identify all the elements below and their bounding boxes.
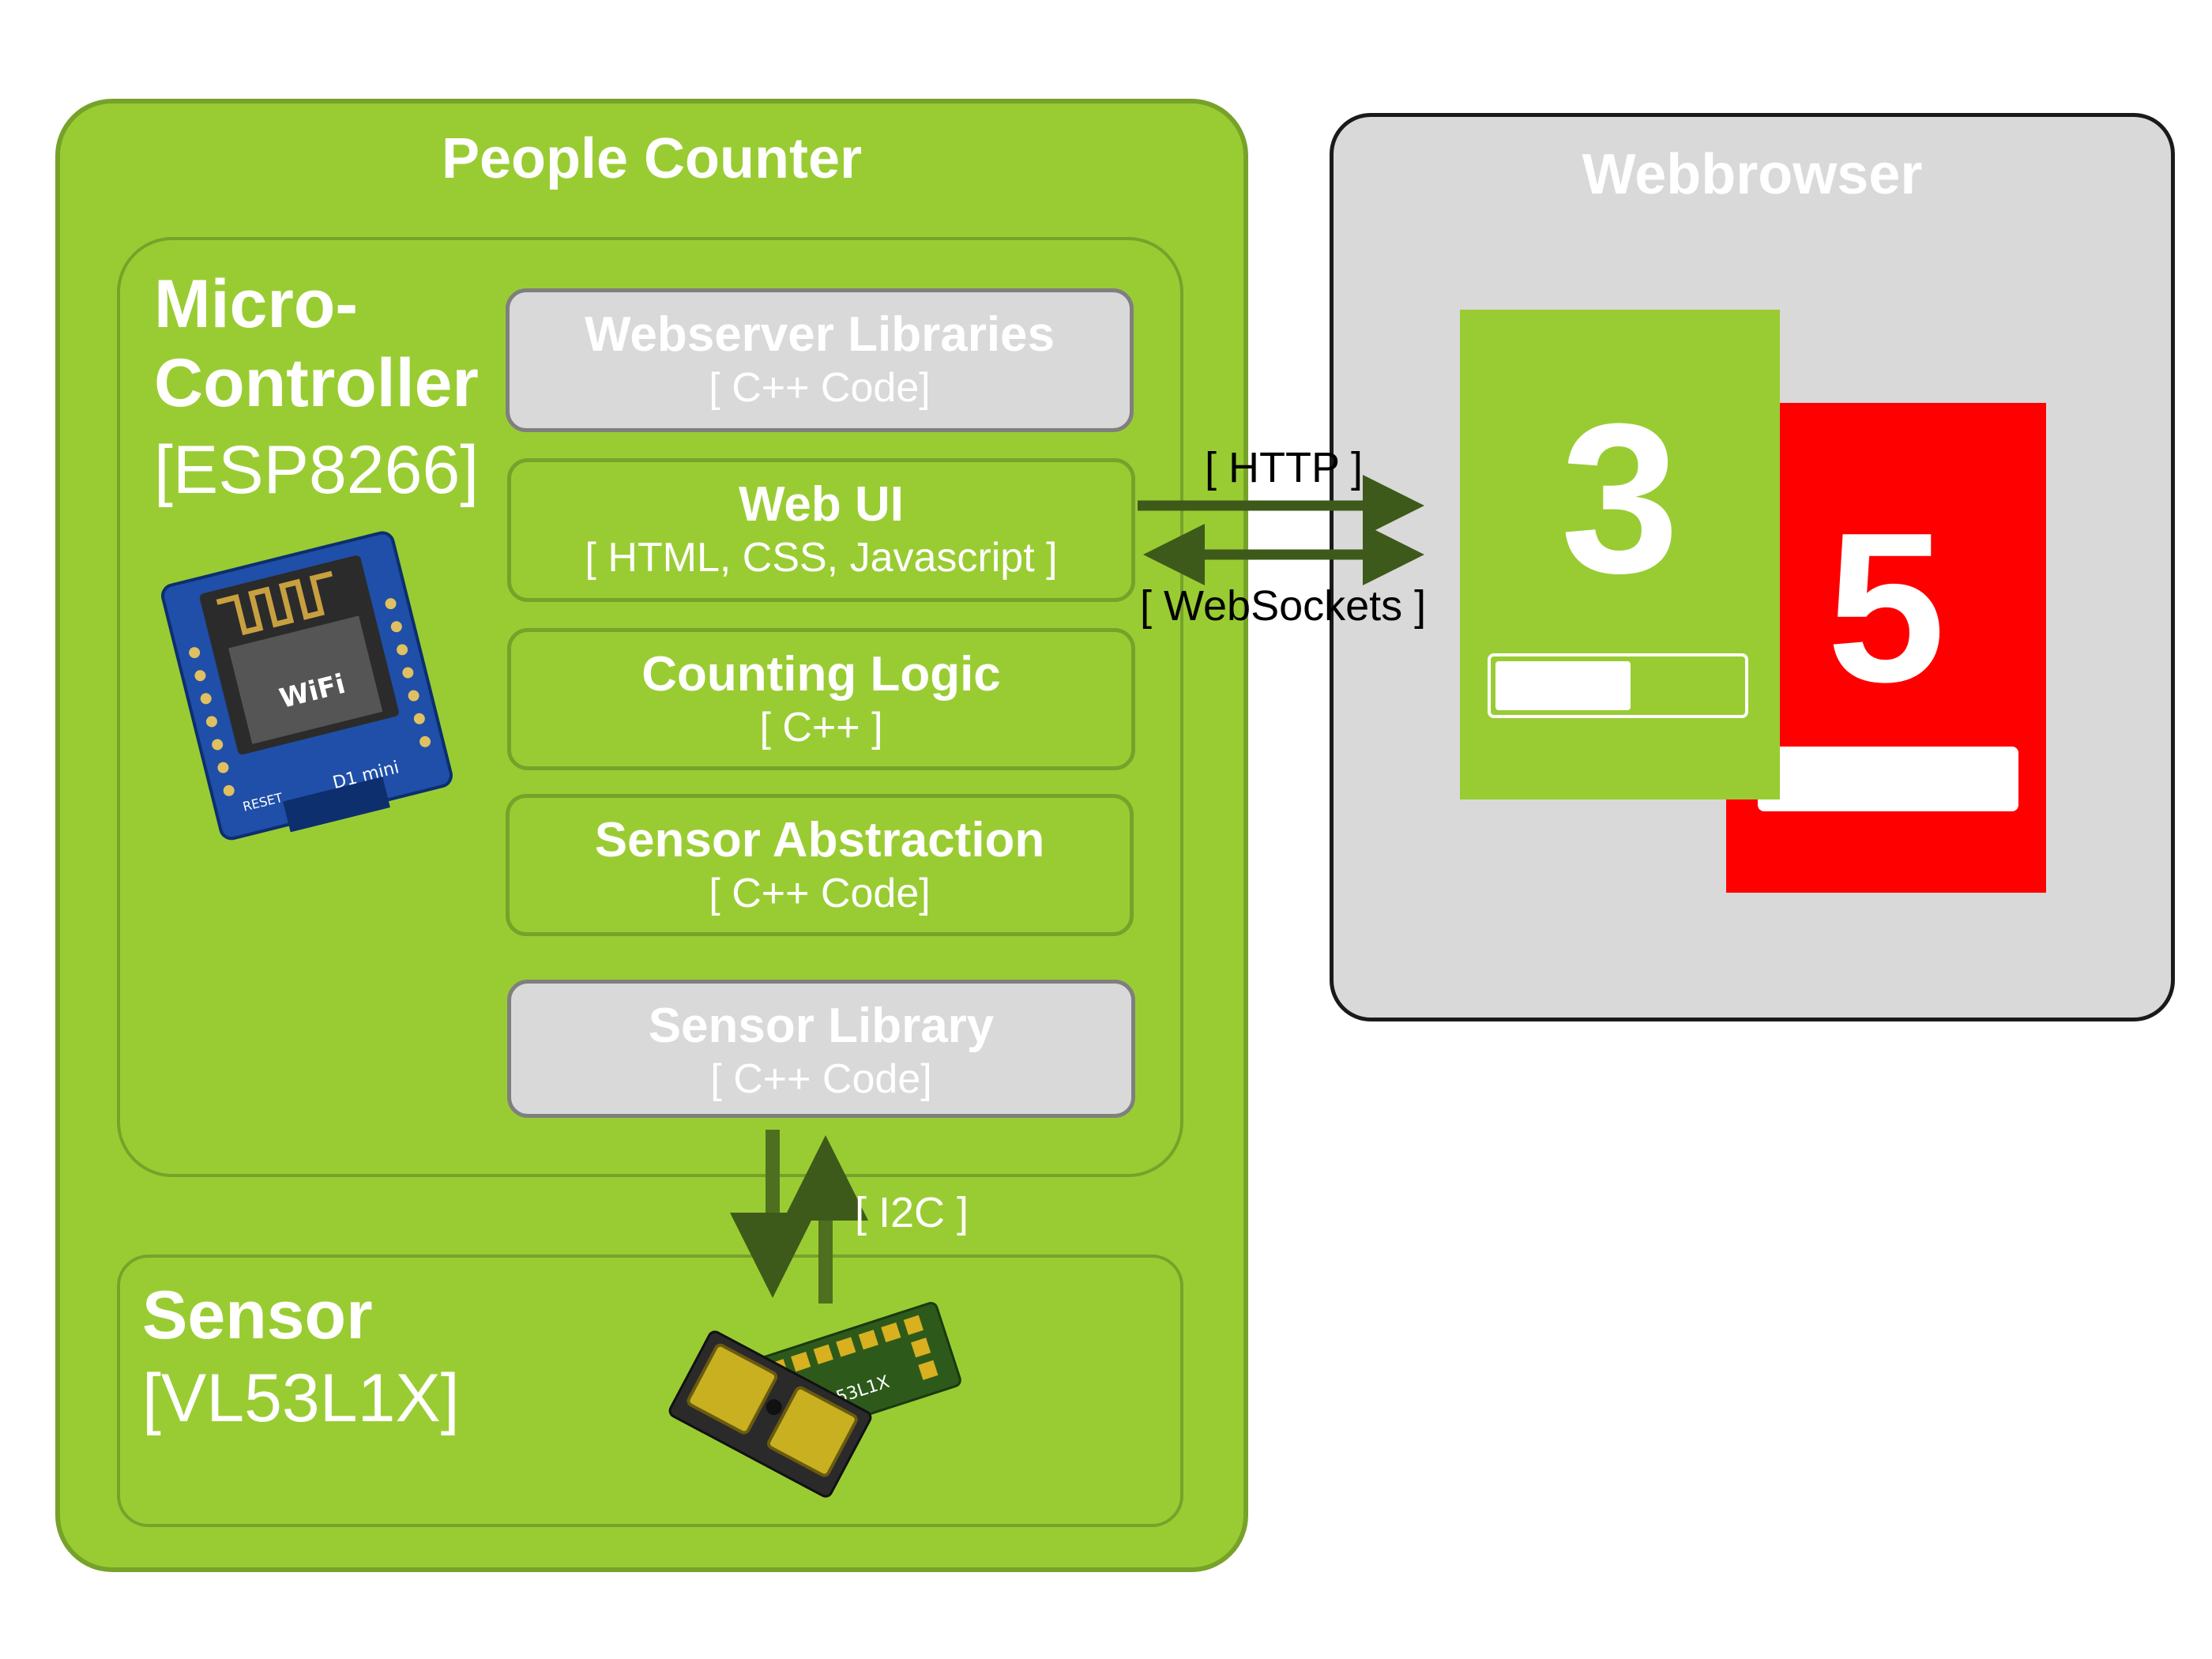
webbrowser-title: Webbrowser [1582, 143, 1923, 206]
i2c-label: [ I2C ] [855, 1189, 969, 1236]
sensor-subtitle: [VL53L1X] [142, 1360, 460, 1436]
counter-value: 5 [1826, 489, 1946, 727]
layer-counting-logic: Counting Logic [ C++ ] [507, 628, 1135, 770]
counter-value: 3 [1560, 380, 1680, 618]
layer-web-ui: Web UI [ HTML, CSS, Javascript ] [507, 458, 1135, 602]
layer-sensor-library: Sensor Library [ C++ Code] [507, 980, 1135, 1118]
layer-subtitle: [ C++ Code] [710, 1056, 932, 1102]
layer-title: Sensor Library [648, 999, 995, 1053]
layer-webserver-libraries: Webserver Libraries [ C++ Code] [506, 288, 1134, 432]
layer-title: Webserver Libraries [584, 307, 1055, 362]
layer-subtitle: [ C++ Code] [709, 871, 931, 916]
sensor-title: Sensor [142, 1277, 373, 1353]
layer-subtitle: [ HTML, CSS, Javascript ] [585, 535, 1058, 581]
layer-sensor-abstraction: Sensor Abstraction [ C++ Code] [506, 794, 1134, 936]
http-label: [ HTTP ] [1205, 444, 1364, 491]
microcontroller-container [117, 237, 1183, 1177]
sensor-container [117, 1255, 1183, 1527]
counter-card-green: 3 [1460, 310, 1780, 799]
layer-subtitle: [ C++ Code] [709, 365, 931, 411]
websockets-label: [ WebSockets ] [1140, 582, 1427, 630]
microcontroller-subtitle: [ESP8266] [154, 432, 480, 508]
progress-bar [1488, 653, 1748, 718]
counter-card-red: 5 [1726, 403, 2046, 893]
people-counter-title: People Counter [441, 127, 863, 190]
microcontroller-title: Micro- Controller [154, 266, 479, 421]
layer-title: Web UI [739, 477, 904, 532]
layer-title: Sensor Abstraction [594, 813, 1045, 867]
layer-title: Counting Logic [641, 647, 1001, 702]
progress-fill [1495, 661, 1631, 710]
layer-subtitle: [ C++ ] [759, 705, 883, 750]
